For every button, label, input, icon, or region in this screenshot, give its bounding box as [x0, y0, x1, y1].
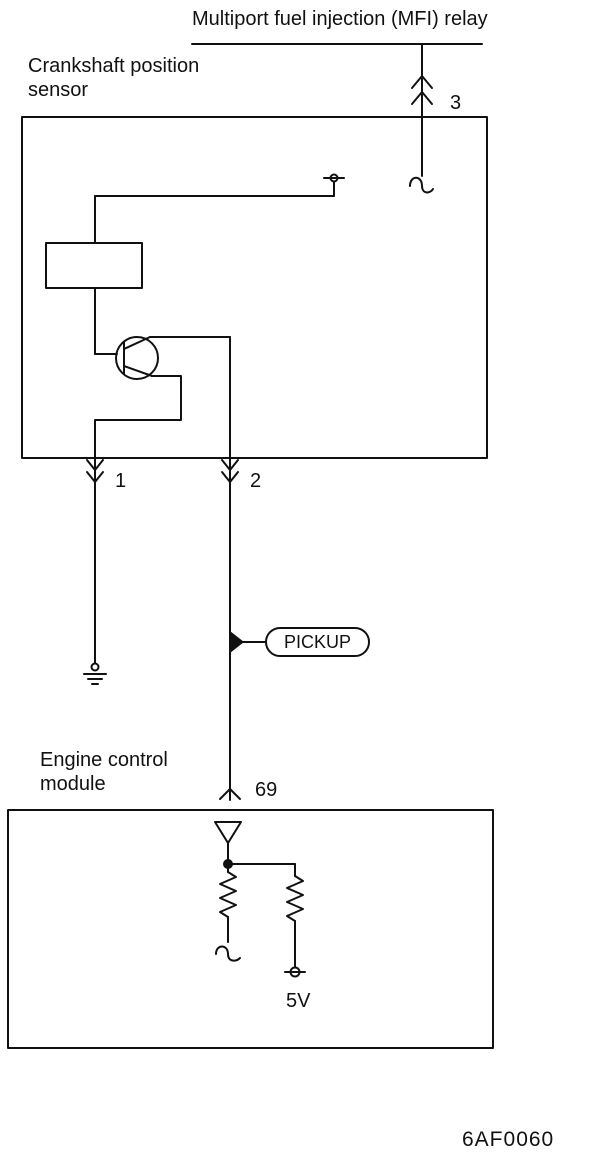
transistor-symbol: [116, 337, 158, 379]
resistor-1-end: [216, 947, 240, 961]
ecm-label-line-2: module: [40, 773, 106, 795]
junction-dot: [223, 859, 233, 869]
pin-2-label: 2: [250, 470, 262, 492]
sensor-element-block: [46, 243, 142, 288]
relay-label: Multiport fuel injection (MFI) relay: [192, 8, 488, 30]
sensor-label-line-1: Crankshaft position: [28, 55, 200, 77]
voltage-label: 5V: [286, 990, 311, 1012]
pin-69-label: 69: [255, 779, 278, 801]
connector-3-symbol: [412, 76, 432, 104]
ecm-label-line-1: Engine control: [40, 749, 168, 771]
terminal-3-internal-end: [410, 178, 433, 193]
emitter-wire: [95, 376, 181, 480]
pickup-marker: [230, 631, 244, 653]
figure-code: 6AF0060: [462, 1128, 555, 1151]
transistor-emitter: [124, 366, 152, 376]
input-buffer-symbol: [215, 822, 241, 843]
sensor-box: [22, 117, 487, 458]
pickup-label: PICKUP: [265, 627, 370, 657]
connector-69-symbol: [220, 789, 240, 799]
sensor-label-line-2: sensor: [28, 79, 89, 101]
pin-1-label: 1: [115, 470, 127, 492]
pin-3-label: 3: [450, 92, 462, 114]
ecm-box: [8, 810, 493, 1048]
resistor-1-symbol: [220, 872, 236, 917]
transistor-collector: [124, 337, 150, 349]
resistor-2-symbol: [287, 876, 303, 921]
ground-symbol: [84, 664, 106, 685]
